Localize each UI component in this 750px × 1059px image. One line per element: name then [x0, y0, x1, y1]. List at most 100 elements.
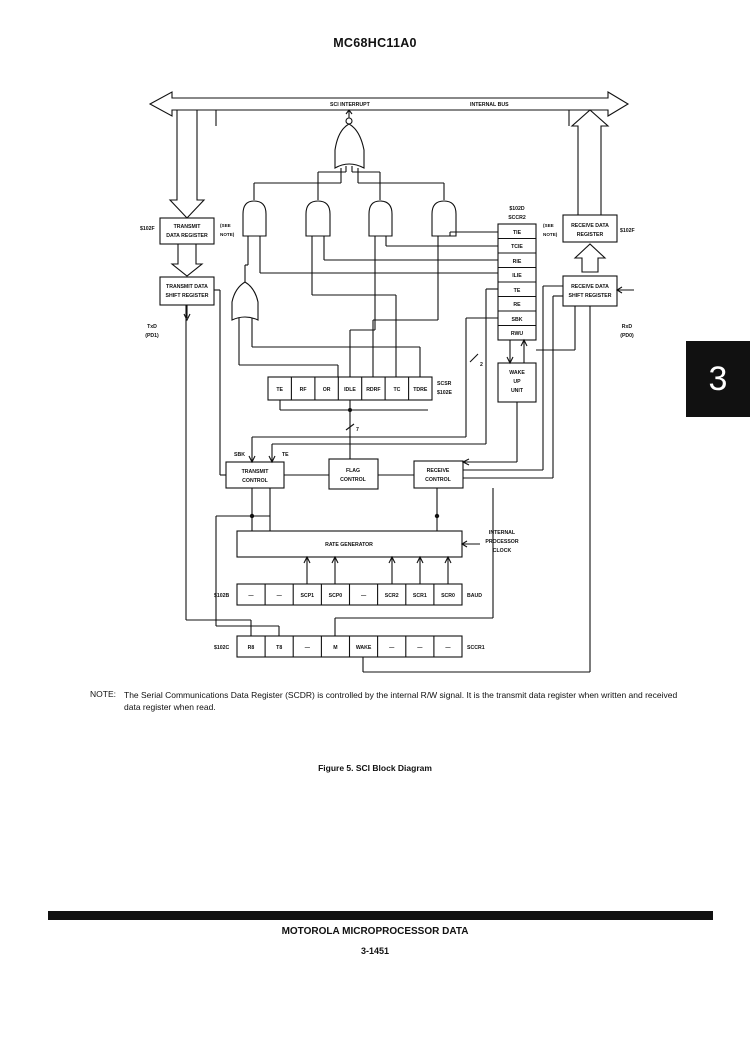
- and-gate-1: [242, 200, 267, 237]
- receive-control: [413, 460, 464, 489]
- baud-bit-3: —: [361, 593, 367, 599]
- te-label: TE: [282, 452, 289, 458]
- sccr1-bit-m: M: [333, 645, 337, 651]
- sccr2-bit-rie: RIE: [513, 259, 522, 265]
- sccr1-bit-0: —: [445, 645, 451, 651]
- baud-bit-6: —: [277, 593, 283, 599]
- sccr1-bit-1: —: [417, 645, 423, 651]
- sccr2-bit-rwu: RWU: [511, 331, 524, 337]
- receive-control-label-2: CONTROL: [425, 477, 451, 483]
- baud-bit-scr2: SCR2: [385, 593, 399, 599]
- sccr1-bit-wake: WAKE: [356, 645, 372, 651]
- transmit-data-register-label-2: DATA REGISTER: [166, 233, 208, 239]
- tx-load-arrow: [170, 243, 204, 277]
- scsr-bit-tdre: TDRE: [413, 387, 428, 393]
- and-gate-2: [305, 200, 331, 237]
- tx-bus-arrow: [168, 109, 206, 219]
- sccr1-bit-2: —: [389, 645, 395, 651]
- receive-data-register-label-2: REGISTER: [577, 232, 604, 238]
- flag-control-label-1: FLAG: [346, 468, 360, 474]
- baud-bit-scr1: SCR1: [413, 593, 427, 599]
- internal-clock-label-2: PROCESSOR: [485, 539, 518, 545]
- transmit-data-register: [159, 217, 215, 245]
- baud-bit-scp1: SCP1: [301, 593, 315, 599]
- sccr2-bit-ilie: ILIE: [512, 273, 522, 279]
- section-tab: 3: [686, 341, 750, 417]
- internal-clock-label-1: INTERNAL: [489, 530, 516, 536]
- txd-label-1: TxD: [147, 324, 157, 330]
- sci-interrupt-label: SCI INTERRUPT: [330, 102, 371, 108]
- baud-address: $102B: [214, 593, 230, 599]
- sccr1-bit-r8: R8: [248, 645, 255, 651]
- see-note-right-1: (SEE: [543, 223, 554, 228]
- sccr1-bit-5: —: [305, 645, 311, 651]
- interrupt-or-gate: [334, 123, 365, 169]
- bus-width-7: 7: [356, 427, 359, 433]
- see-note-right-2: NOTE): [543, 232, 558, 237]
- wakeup-label-2: UP: [513, 379, 521, 385]
- transmit-control-label-2: CONTROL: [242, 478, 268, 484]
- wakeup-label-3: UNIT: [511, 388, 524, 394]
- receive-shift-register-label-1: RECEIVE DATA: [571, 284, 609, 290]
- receive-data-register-address: $102F: [620, 228, 635, 234]
- bus-width-2: 2: [480, 362, 483, 368]
- and-gate-4: [431, 200, 457, 237]
- transmit-control: [225, 461, 285, 489]
- internal-bus-label: INTERNAL BUS: [470, 102, 509, 108]
- scsr-name: SCSR: [437, 381, 452, 387]
- page-title: MC68HC11A0: [333, 36, 417, 50]
- baud-bit-scp0: SCP0: [329, 593, 343, 599]
- footer-title: MOTOROLA MICROPROCESSOR DATA: [281, 926, 469, 937]
- transmit-data-register-address: $102F: [140, 226, 155, 232]
- scsr-bit-te: TE: [276, 387, 283, 393]
- sccr2-name: SCCR2: [508, 215, 526, 221]
- sccr2-bit-sbk: SBK: [512, 317, 523, 323]
- scsr-bit-or: OR: [323, 387, 331, 393]
- receive-shift-register-label-2: SHIFT REGISTER: [569, 293, 612, 299]
- sccr2-address: $102D: [509, 206, 525, 212]
- internal-clock-label-3: CLOCK: [493, 548, 512, 554]
- internal-bus-arrow: [148, 91, 630, 117]
- txd-label-2: (PD1): [145, 333, 159, 339]
- receive-shift-register: [562, 275, 618, 307]
- baud-name: BAUD: [467, 593, 482, 599]
- transmit-data-register-label-1: TRANSMIT: [174, 224, 202, 230]
- rxd-label-2: (PD0): [620, 333, 634, 339]
- flag-control-label-2: CONTROL: [340, 477, 366, 483]
- sccr1-name: SCCR1: [467, 645, 485, 651]
- rxd-label-1: RxD: [622, 324, 633, 330]
- flag-control: [328, 458, 379, 490]
- sccr2-bit-te: TE: [514, 288, 521, 294]
- figure-caption: Figure 5. SCI Block Diagram: [318, 763, 432, 773]
- note-label: NOTE:: [90, 689, 116, 699]
- scsr-address: $102E: [437, 390, 453, 396]
- scsr-bit-idle: IDLE: [344, 387, 356, 393]
- scsr-bit-rdrf: RDRF: [366, 387, 380, 393]
- transmit-shift-register: [159, 276, 215, 306]
- rx-bus-arrow: [570, 109, 610, 216]
- baud-bit-scr0: SCR0: [441, 593, 455, 599]
- footer-rule: [48, 911, 713, 920]
- sccr1-address: $102C: [214, 645, 230, 651]
- see-note-left-2: NOTE): [220, 232, 235, 237]
- scsr-bit-rf: RF: [300, 387, 307, 393]
- transmit-shift-register-label-2: SHIFT REGISTER: [166, 293, 209, 299]
- see-note-left-1: (SEE: [220, 223, 231, 228]
- sccr2-bit-tcie: TCIE: [511, 244, 523, 250]
- transmit-control-label-1: TRANSMIT: [242, 469, 270, 475]
- and-gate-3: [368, 200, 393, 237]
- sbk-label: SBK: [234, 452, 245, 458]
- page-number: 3-1451: [360, 946, 390, 956]
- baud-bit-7: —: [248, 593, 254, 599]
- sccr2-bit-re: RE: [513, 302, 521, 308]
- scsr-bit-tc: TC: [393, 387, 400, 393]
- wakeup-label-1: WAKE: [509, 370, 525, 376]
- sccr2-bit-tie: TIE: [513, 230, 522, 236]
- rate-generator-label: RATE GENERATOR: [325, 542, 373, 548]
- transmit-shift-register-label-1: TRANSMIT DATA: [166, 284, 208, 290]
- rx-load-arrow: [573, 243, 607, 273]
- receive-control-label-1: RECEIVE: [427, 468, 450, 474]
- receive-data-register: [562, 214, 618, 243]
- note-text: The Serial Communications Data Register …: [124, 690, 678, 712]
